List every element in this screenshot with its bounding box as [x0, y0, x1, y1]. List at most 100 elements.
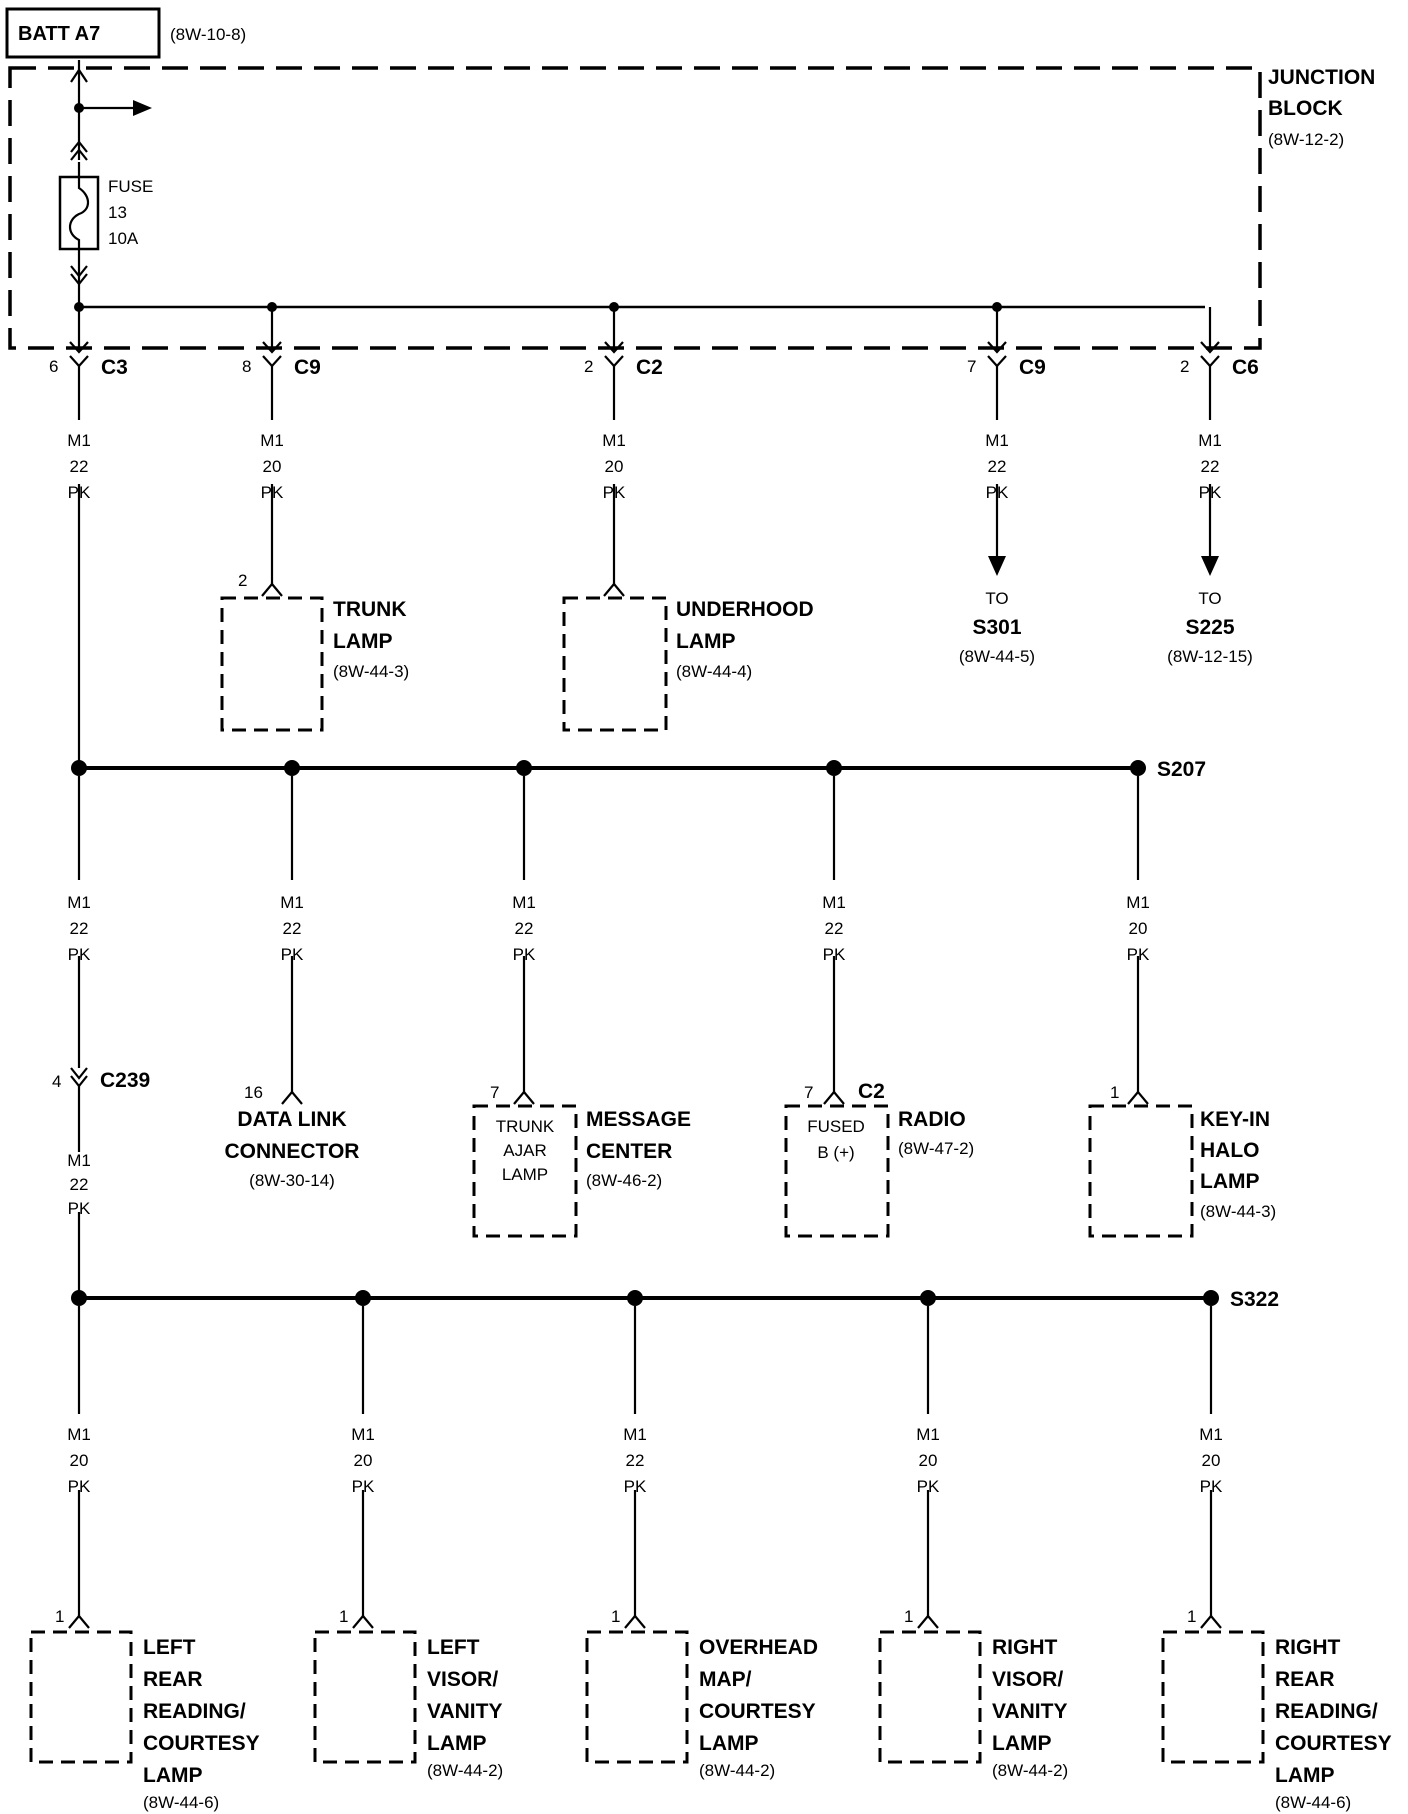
lamp-label-4: LAMP — [1275, 1764, 1335, 1787]
top-wire-2-circuit: M1 — [602, 431, 626, 450]
trunk-lamp-label-1: TRUNK — [333, 598, 407, 621]
lamp-pin: 1 — [611, 1607, 620, 1626]
mid-wire-4-gauge: 20 — [1129, 919, 1148, 938]
c239-wire-code: M1 22 PK — [67, 1151, 91, 1218]
lamp-label-2: COURTESY — [699, 1700, 816, 1723]
top-wire-0-circuit: M1 — [67, 431, 91, 450]
bottom-wire-2-circuit: M1 — [623, 1425, 647, 1444]
data-link-pin: 16 — [244, 1083, 263, 1102]
bottom-wire-0-circuit: M1 — [67, 1425, 91, 1444]
fuse-label: FUSE — [108, 177, 153, 196]
message-center-label-2: CENTER — [586, 1140, 672, 1163]
to-s225-to: TO — [1198, 589, 1221, 608]
splice-s207-label: S207 — [1157, 758, 1206, 781]
top-connector-pin: 8 — [242, 357, 251, 376]
top-wire-1-color: PK — [261, 483, 284, 502]
lamp-pin: 1 — [55, 1607, 64, 1626]
top-connector-name: C6 — [1232, 356, 1259, 379]
lamp-label-1: REAR — [143, 1668, 203, 1691]
battery-ref: (8W-10-8) — [170, 25, 246, 44]
data-link-ref: (8W-30-14) — [249, 1171, 335, 1190]
trunk-ajar-text-2: AJAR — [503, 1141, 546, 1160]
trunk-ajar-text-3: LAMP — [502, 1165, 548, 1184]
lamp-label-1: VISOR/ — [992, 1668, 1063, 1691]
fuse-rating: 10A — [108, 229, 139, 248]
to-s301-ref: (8W-44-5) — [959, 647, 1035, 666]
mid-wire-3-color: PK — [823, 945, 846, 964]
radio-b-plus-text: B (+) — [817, 1143, 854, 1162]
top-connector-pin: 2 — [1180, 357, 1189, 376]
battery-label: BATT A7 — [18, 23, 100, 45]
mid-wire-0-gauge: 22 — [70, 919, 89, 938]
top-wire-2-gauge: 20 — [605, 457, 624, 476]
lamp-pin: 1 — [339, 1607, 348, 1626]
data-link-connector-pin — [281, 1090, 303, 1105]
to-s225-ref: (8W-12-15) — [1167, 647, 1253, 666]
bottom-wire-2-gauge: 22 — [626, 1451, 645, 1470]
top-wire-0-color: PK — [68, 483, 91, 502]
trunk-lamp-ref: (8W-44-3) — [333, 662, 409, 681]
fuse-13 — [58, 162, 100, 258]
bottom-wire-0-color: PK — [68, 1477, 91, 1496]
top-wire-4-circuit: M1 — [1198, 431, 1222, 450]
top-wire-3-color: PK — [986, 483, 1009, 502]
splice-s322-bus — [71, 1290, 1219, 1306]
to-s301-name: S301 — [972, 616, 1021, 639]
to-s301-arrow — [988, 500, 1006, 576]
lamp-label-3: LAMP — [992, 1732, 1052, 1755]
mid-wire-2-gauge: 22 — [515, 919, 534, 938]
junction-block-ref: (8W-12-2) — [1268, 130, 1344, 149]
lamp-label-0: RIGHT — [992, 1636, 1058, 1659]
lamp-label-0: LEFT — [143, 1636, 196, 1659]
lamp-label-0: OVERHEAD — [699, 1636, 818, 1659]
junction-block-title-2: BLOCK — [1268, 97, 1343, 120]
radio-box — [784, 1090, 890, 1238]
underhood-lamp-ref: (8W-44-4) — [676, 662, 752, 681]
lamp-ref: (8W-44-6) — [143, 1793, 219, 1812]
lamp-label-2: READING/ — [1275, 1700, 1378, 1723]
mid-wire-2-circuit: M1 — [512, 893, 536, 912]
splice-s322-label: S322 — [1230, 1288, 1279, 1311]
lamp-label-3: COURTESY — [143, 1732, 260, 1755]
mid-wire-1-circuit: M1 — [280, 893, 304, 912]
c239-pin: 4 — [52, 1072, 61, 1091]
battery-box — [5, 7, 161, 59]
lamp-label-2: READING/ — [143, 1700, 246, 1723]
svg-text:PK: PK — [68, 1199, 91, 1218]
bottom-wire-4-gauge: 20 — [1202, 1451, 1221, 1470]
bottom-wire-3-gauge: 20 — [919, 1451, 938, 1470]
trunk-lamp-pin: 2 — [238, 571, 247, 590]
message-center-ref: (8W-46-2) — [586, 1171, 662, 1190]
radio-fused-text: FUSED — [807, 1117, 865, 1136]
lamp-pin: 1 — [1187, 1607, 1196, 1626]
message-center-label-1: MESSAGE — [586, 1108, 691, 1131]
lamp-ref: (8W-44-2) — [699, 1761, 775, 1780]
underhood-lamp-connector — [562, 500, 668, 732]
mid-wire-0-circuit: M1 — [67, 893, 91, 912]
lamp-label-0: RIGHT — [1275, 1636, 1341, 1659]
c239-name: C239 — [100, 1069, 150, 1092]
top-wire-1-circuit: M1 — [260, 431, 284, 450]
lamp-label-1: VISOR/ — [427, 1668, 498, 1691]
mid-wire-0-color: PK — [68, 945, 91, 964]
svg-text:22: 22 — [70, 1175, 89, 1194]
top-connector-pin: 7 — [967, 357, 976, 376]
junction-block-outline — [8, 66, 1262, 350]
bottom-wire-4-circuit: M1 — [1199, 1425, 1223, 1444]
lamp-label-1: MAP/ — [699, 1668, 752, 1691]
battery-feed — [70, 60, 152, 161]
top-connector-pin: 6 — [49, 357, 58, 376]
mid-wire-3-circuit: M1 — [822, 893, 846, 912]
